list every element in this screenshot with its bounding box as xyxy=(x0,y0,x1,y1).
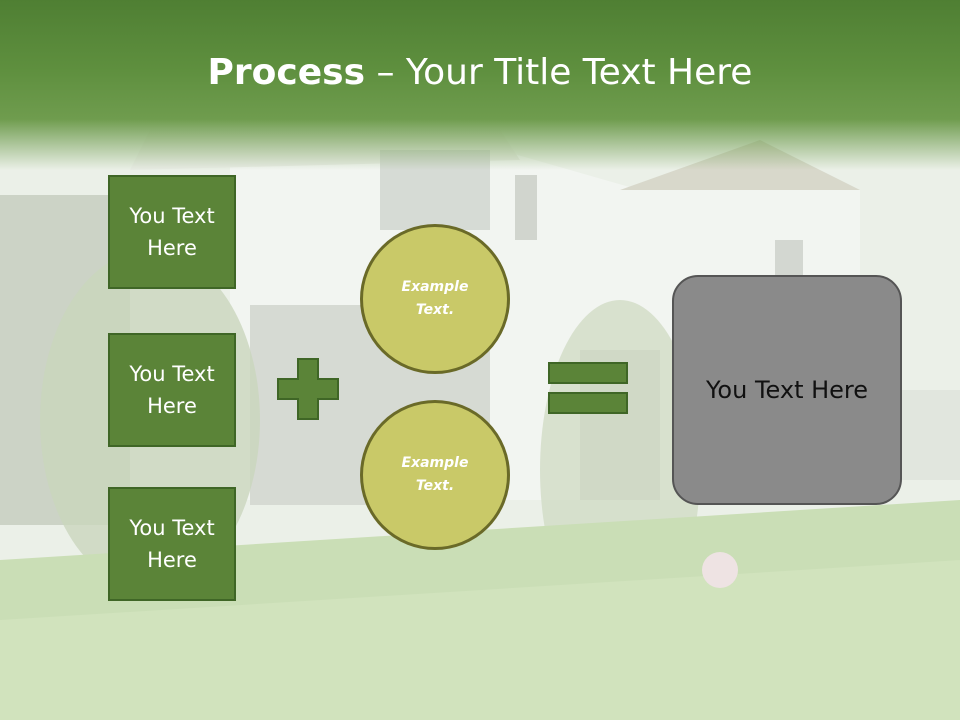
slide-title[interactable]: Process – Your Title Text Here xyxy=(0,52,960,93)
circle-2-line-1: Example xyxy=(401,455,469,471)
plus-icon[interactable] xyxy=(276,357,340,421)
example-circle-2[interactable]: Example Text. xyxy=(360,400,510,550)
result-box[interactable]: You Text Here xyxy=(672,275,902,505)
result-text: You Text Here xyxy=(705,376,869,404)
text-box-3-line-2: Here xyxy=(147,548,197,572)
title-bold: Process xyxy=(207,52,366,93)
text-box-3-line-1: You Text xyxy=(129,516,215,540)
circle-1-line-2: Text. xyxy=(415,302,455,318)
text-box-2[interactable]: You Text Here xyxy=(108,333,236,447)
title-bar: Process – Your Title Text Here xyxy=(0,0,960,170)
text-box-1[interactable]: You Text Here xyxy=(108,175,236,289)
text-box-2-line-1: You Text xyxy=(129,362,215,386)
circle-2-line-2: Text. xyxy=(415,478,455,494)
equals-icon[interactable] xyxy=(548,362,628,414)
text-box-2-line-2: Here xyxy=(147,394,197,418)
circle-1-line-1: Example xyxy=(401,279,469,295)
text-box-3[interactable]: You Text Here xyxy=(108,487,236,601)
example-circle-1[interactable]: Example Text. xyxy=(360,224,510,374)
text-box-1-line-1: You Text xyxy=(129,204,215,228)
title-rest: – Your Title Text Here xyxy=(365,52,753,93)
text-box-1-line-2: Here xyxy=(147,236,197,260)
